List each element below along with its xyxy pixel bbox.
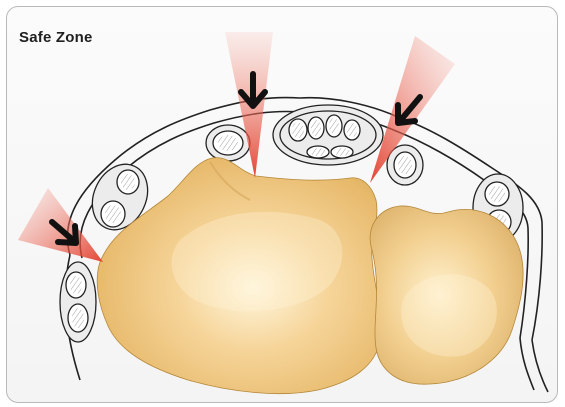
cone-marker-left bbox=[18, 188, 103, 262]
